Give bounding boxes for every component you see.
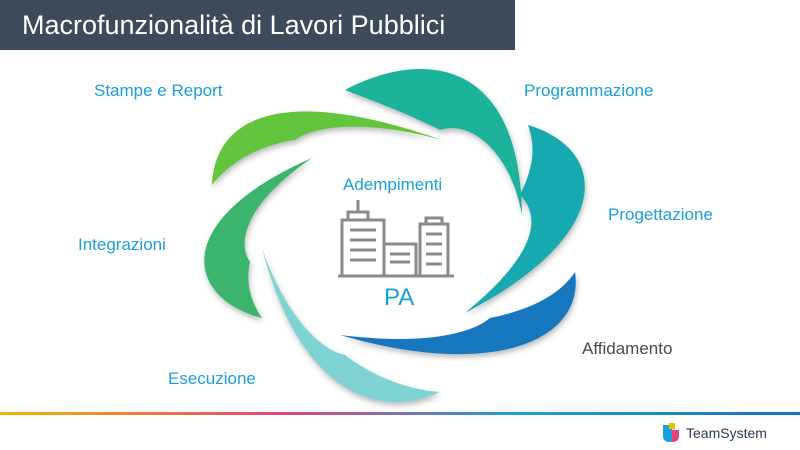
teamsystem-logo: TeamSystem	[660, 422, 767, 444]
petal-programmazione	[345, 69, 522, 215]
segment-label-integrazioni: Integrazioni	[78, 235, 166, 254]
segment-label-affidamento: Affidamento	[582, 339, 673, 358]
segment-label-progettazione: Progettazione	[608, 205, 713, 224]
segment-label-programmazione: Programmazione	[524, 81, 654, 100]
footer-divider	[0, 412, 800, 415]
petal-integrazioni	[204, 158, 312, 318]
segment-label-stampe-e-report: Stampe e Report	[94, 81, 223, 100]
city-buildings-icon	[338, 200, 454, 278]
center-label-adempimenti: Adempimenti	[343, 175, 443, 194]
page-title: Macrofunzionalità di Lavori Pubblici	[0, 0, 515, 50]
petal-affidamento	[340, 272, 576, 355]
segment-label-esecuzione: Esecuzione	[168, 369, 256, 388]
center-label-pa: PA	[384, 284, 415, 311]
teamsystem-logo-icon	[663, 423, 679, 442]
petal-stampe-e-report	[212, 111, 442, 185]
petal-esecuzione	[262, 248, 440, 403]
logo-text: TeamSystem	[686, 425, 767, 441]
petal-progettazione	[465, 125, 585, 313]
